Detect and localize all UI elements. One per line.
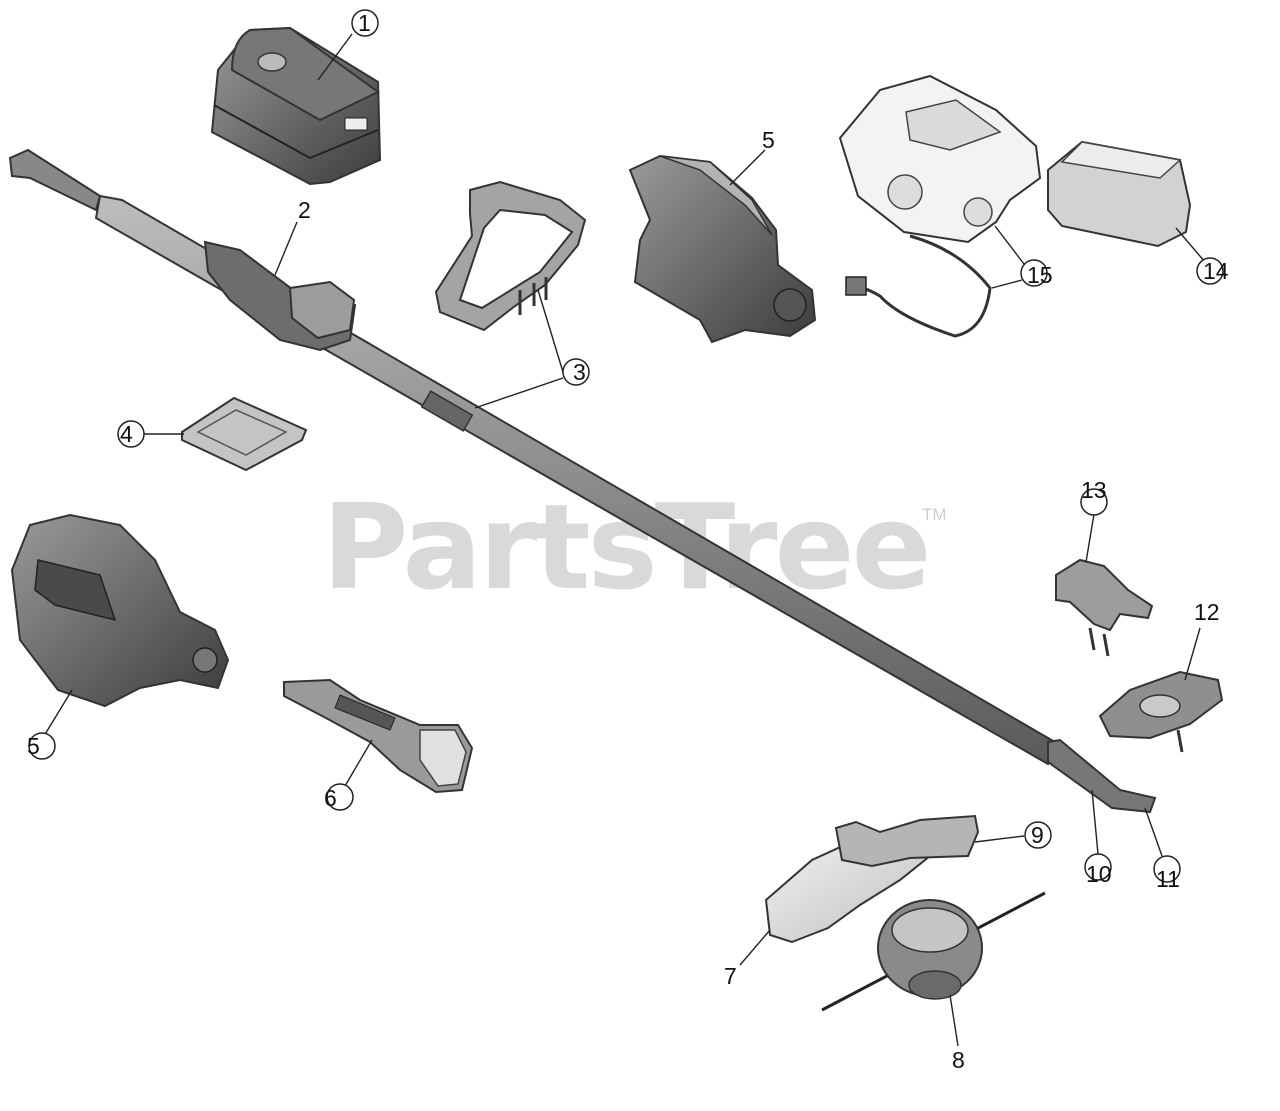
callout-14[interactable]: 14	[1175, 227, 1229, 285]
part-8-spool-head	[821, 891, 1046, 1012]
callout-8-label: 8	[952, 1047, 965, 1073]
callout-5-bottom-label: 5	[27, 733, 40, 759]
callout-4[interactable]: 4	[117, 420, 184, 448]
callout-13-label: 13	[1081, 477, 1107, 503]
callout-5-top-label: 5	[762, 127, 775, 153]
part-12-drive-cap	[1098, 670, 1224, 753]
callout-9-label: 9	[1031, 822, 1044, 848]
callout-6[interactable]: 6	[324, 739, 373, 811]
part-3-loop-handle	[434, 180, 587, 332]
callout-15-label: 15	[1027, 262, 1053, 288]
callout-11[interactable]: 11	[1144, 807, 1181, 892]
callout-13[interactable]: 13	[1080, 477, 1108, 563]
part-4-vent-plate	[181, 396, 308, 472]
callout-1[interactable]: 1	[317, 9, 379, 81]
watermark-trademark: TM	[922, 505, 947, 524]
callout-7[interactable]: 7	[724, 929, 771, 989]
callout-10[interactable]: 10	[1084, 789, 1112, 887]
part-13-gear-bracket	[1055, 558, 1154, 657]
callout-8[interactable]: 8	[949, 994, 965, 1073]
callout-14-label: 14	[1203, 258, 1229, 284]
callout-2[interactable]: 2	[274, 197, 311, 276]
callout-4-label: 4	[120, 421, 133, 447]
part-5-guard-housing	[628, 154, 817, 344]
callout-11-label: 11	[1156, 866, 1180, 892]
part-1-motor-block	[210, 26, 382, 186]
callout-5-top[interactable]: 5	[729, 127, 775, 186]
callout-15[interactable]: 15	[991, 225, 1053, 289]
callout-2-label: 2	[298, 197, 311, 223]
part-14-battery-pack	[1047, 140, 1192, 248]
callout-3[interactable]: 3	[474, 289, 590, 409]
callout-1-label: 1	[358, 10, 371, 36]
callout-10-label: 10	[1086, 861, 1112, 887]
callout-12-label: 12	[1194, 599, 1220, 625]
callout-12[interactable]: 12	[1184, 599, 1220, 681]
part-5-motor-housing	[10, 513, 230, 708]
callout-5-bottom[interactable]: 5	[27, 689, 73, 760]
callout-3-label: 3	[573, 359, 586, 385]
callout-6-label: 6	[324, 785, 337, 811]
part-9-guard-cover	[834, 814, 980, 868]
part-6-rear-handle	[283, 678, 474, 794]
part-15-charger	[838, 74, 1042, 338]
callout-9[interactable]: 9	[974, 821, 1052, 849]
part-2-shaft-assembly	[8, 148, 1157, 814]
callout-7-label: 7	[724, 963, 737, 989]
